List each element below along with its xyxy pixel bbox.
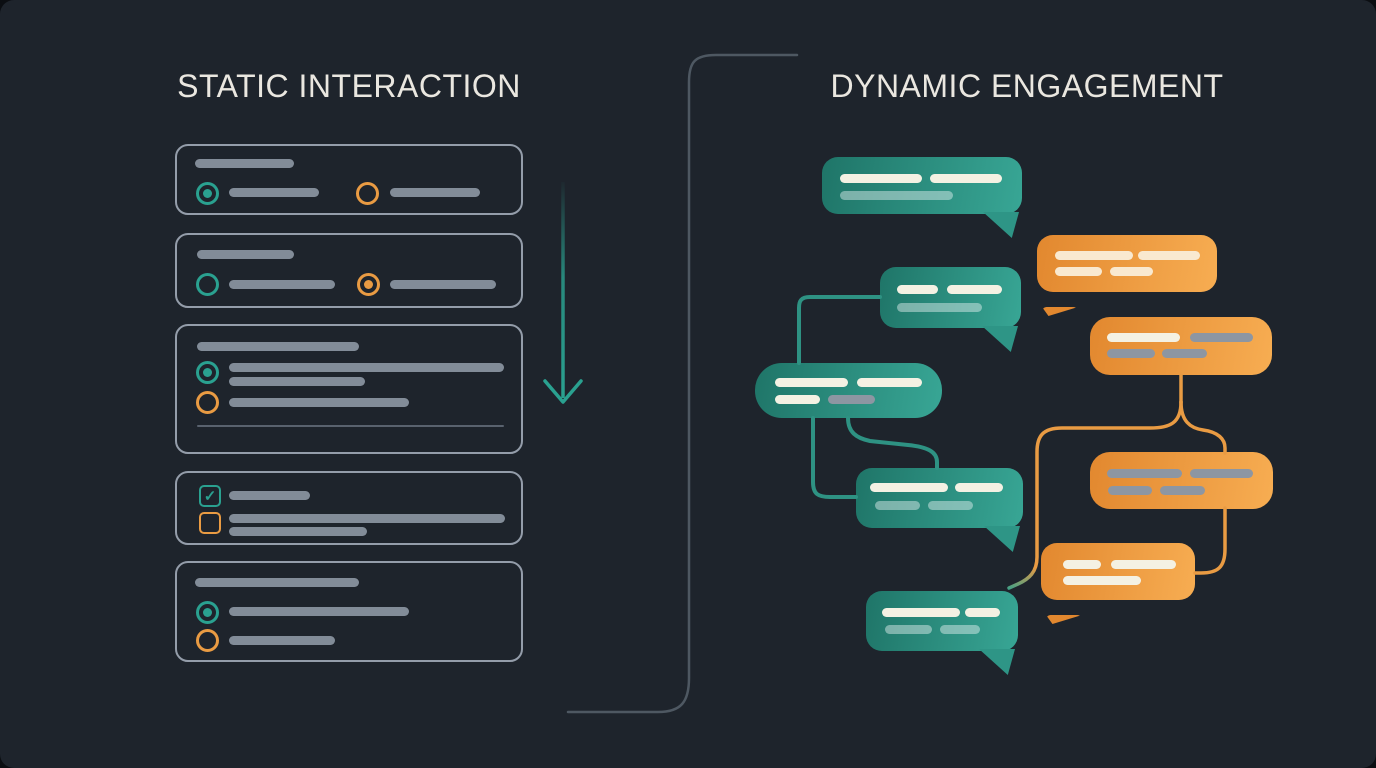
- radio-unselected-icon: [196, 629, 219, 652]
- static-card-5: [175, 561, 523, 662]
- option-line: [229, 527, 367, 536]
- radio-selected-icon: [196, 601, 219, 624]
- message-line: [1138, 251, 1200, 260]
- flow-arrow-head: [543, 379, 583, 404]
- message-line: [1111, 560, 1176, 569]
- chat-bubble-orange-1: [1037, 235, 1217, 316]
- message-line: [1063, 576, 1141, 585]
- message-line: [1107, 333, 1180, 342]
- message-line: [828, 395, 875, 404]
- label-line: [195, 159, 294, 168]
- radio-unselected-icon: [196, 391, 219, 414]
- static-card-2: [175, 233, 523, 308]
- left-panel-title: STATIC INTERACTION: [177, 68, 521, 104]
- radio-selected-icon: [357, 273, 380, 296]
- message-line: [1190, 333, 1253, 342]
- message-line: [965, 608, 1000, 617]
- message-line: [775, 395, 820, 404]
- orange-connector-right-branch: [1179, 400, 1227, 455]
- bubble-tail: [979, 649, 1015, 675]
- message-line: [1107, 469, 1182, 478]
- message-line: [1162, 349, 1207, 358]
- chat-bubble-teal-2: [880, 267, 1021, 352]
- teal-connector-1: [797, 295, 882, 365]
- message-line: [928, 501, 973, 510]
- checkbox-unchecked-icon: [199, 512, 221, 534]
- chat-bubble-teal-pill: [755, 363, 942, 418]
- option-line: [229, 636, 335, 645]
- message-line: [840, 174, 922, 183]
- option-line: [229, 377, 365, 386]
- checkbox-checked-icon: ✓: [199, 485, 221, 507]
- message-line: [1110, 267, 1153, 276]
- bubble-tail: [982, 326, 1018, 352]
- option-line: [229, 280, 335, 289]
- message-line: [1107, 349, 1155, 358]
- chat-bubble-teal-3: [856, 468, 1023, 552]
- message-line: [897, 303, 982, 312]
- message-line: [857, 378, 922, 387]
- message-line: [955, 483, 1003, 492]
- bubble-tail: [983, 212, 1019, 238]
- message-line: [930, 174, 1002, 183]
- option-line: [229, 607, 409, 616]
- radio-unselected-icon: [196, 273, 219, 296]
- option-line: [229, 398, 409, 407]
- message-line: [1108, 486, 1152, 495]
- bubble-tail: [1046, 615, 1082, 624]
- option-line: [229, 188, 319, 197]
- label-line: [195, 578, 359, 587]
- message-line: [775, 378, 848, 387]
- chat-bubble-orange-4: [1041, 543, 1195, 624]
- static-card-3: [175, 324, 523, 454]
- option-line: [229, 491, 310, 500]
- message-line: [1055, 267, 1102, 276]
- static-card-4: ✓: [175, 471, 523, 545]
- teal-connector-2: [811, 416, 858, 499]
- chat-bubble-orange-3: [1090, 452, 1273, 509]
- option-line: [390, 280, 496, 289]
- radio-unselected-icon: [356, 182, 379, 205]
- chat-bubble-teal-4: [866, 591, 1018, 675]
- message-line: [840, 191, 953, 200]
- static-card-1: [175, 144, 523, 215]
- label-line: [197, 250, 294, 259]
- chat-bubble-teal-1: [822, 157, 1022, 238]
- bubble-tail: [984, 526, 1020, 552]
- message-line: [870, 483, 948, 492]
- option-line: [229, 514, 505, 523]
- message-line: [1190, 469, 1253, 478]
- option-line: [390, 188, 480, 197]
- right-panel-title: DYNAMIC ENGAGEMENT: [830, 68, 1224, 104]
- check-icon: ✓: [203, 487, 217, 505]
- message-line: [947, 285, 1002, 294]
- field-divider: [197, 425, 504, 427]
- message-line: [1160, 486, 1205, 495]
- radio-selected-icon: [196, 182, 219, 205]
- radio-selected-icon: [196, 361, 219, 384]
- option-line: [229, 363, 504, 372]
- message-line: [1063, 560, 1101, 569]
- message-line: [940, 625, 980, 634]
- label-line: [197, 342, 359, 351]
- chat-bubble-orange-2: [1090, 317, 1272, 375]
- message-line: [882, 608, 960, 617]
- message-line: [1055, 251, 1133, 260]
- orange-connector-bottom: [1193, 506, 1227, 575]
- teal-connector-3: [846, 416, 939, 470]
- message-line: [897, 285, 938, 294]
- bubble-tail: [1042, 307, 1078, 316]
- message-line: [885, 625, 932, 634]
- message-line: [875, 501, 920, 510]
